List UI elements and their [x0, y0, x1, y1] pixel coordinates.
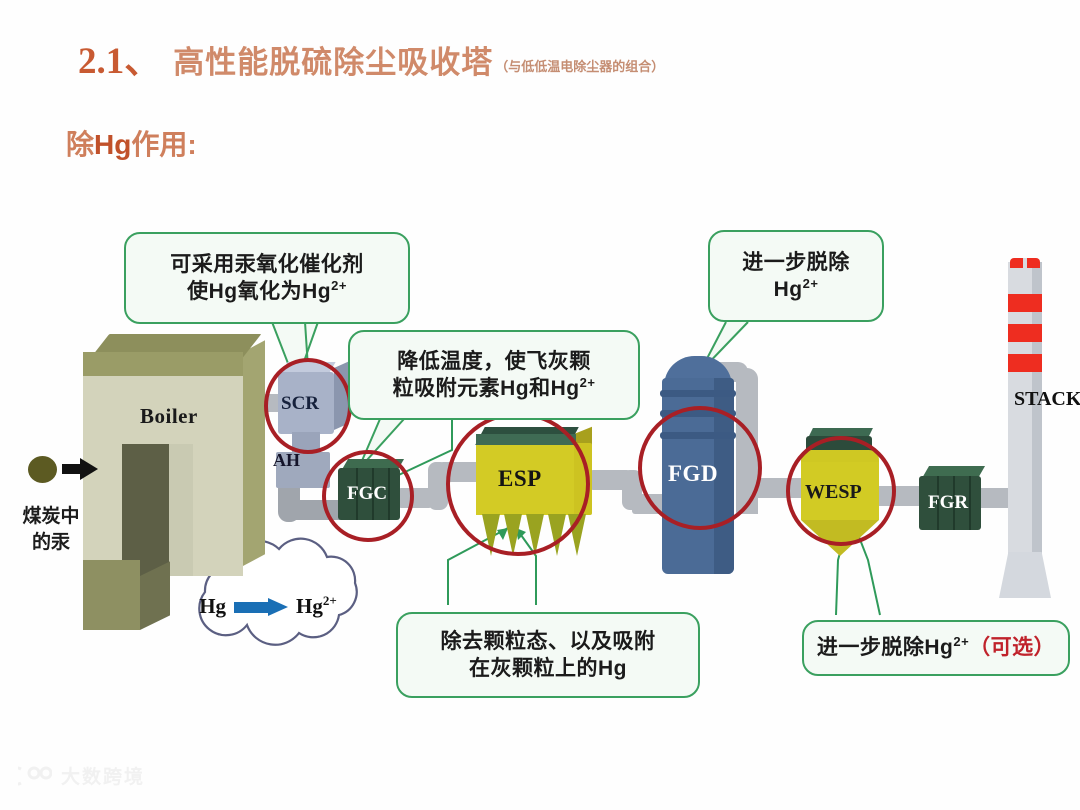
highlight-circle-esp	[446, 412, 590, 556]
stack-label-text: STACK	[1014, 388, 1080, 410]
section-highlight: Hg	[94, 129, 132, 160]
fgr-label: FGR	[928, 492, 969, 513]
ah-label: AH	[273, 450, 300, 470]
boiler-arch-inner	[169, 444, 193, 576]
wesp-callout-line1: 进一步脱除Hg2+（可选）	[816, 634, 1056, 660]
coal-label-line2: 的汞	[31, 531, 70, 553]
coal-label-line1: 煤炭中	[22, 506, 80, 527]
scr-callout-line2: 使Hg氧化为Hg2+	[187, 278, 347, 303]
watermark-text: 大数跨境	[61, 767, 146, 788]
stack-shade	[1032, 262, 1042, 562]
highlight-circle-wesp	[786, 436, 896, 546]
fgd-callout-line2: Hg2+	[773, 276, 819, 301]
fgr-rib	[937, 476, 939, 530]
coal-arrow-icon	[62, 458, 98, 480]
fgr-rib	[969, 476, 971, 530]
page-title: 2.1、 高性能脱硫除尘吸收塔 （与低低温电除尘器的组合）	[78, 30, 664, 84]
cloud-arrow-icon	[234, 598, 289, 616]
stack-base-flare	[999, 552, 1051, 598]
section-suffix: 作用:	[131, 129, 197, 160]
cloud-to-label: Hg2+	[296, 593, 337, 618]
cloud-from-label: Hg	[199, 594, 227, 618]
scr-callout-line1: 可采用汞氧化催化剂	[170, 252, 364, 276]
highlight-circle-fgc	[322, 450, 414, 542]
stack-band	[1008, 294, 1042, 312]
fgc-callout-line2: 粒吸附元素Hg和Hg2+	[392, 375, 596, 400]
watermark: 大数跨境	[18, 762, 145, 789]
stack-band	[1008, 324, 1042, 342]
wesp-callout: 进一步脱除Hg2+（可选）	[802, 620, 1070, 676]
fgc-callout: 降低温度，使飞灰颗 粒吸附元素Hg和Hg2+	[348, 330, 640, 420]
title-main: 高性能脱硫除尘吸收塔	[173, 45, 494, 80]
stack-label: STACK	[1014, 386, 1080, 413]
boiler-arch-opening	[122, 444, 169, 576]
boiler-roof-front	[83, 352, 243, 378]
highlight-circle-fgd	[638, 406, 762, 530]
section-heading: 除Hg作用:	[66, 123, 197, 163]
mercury-conversion-cloud: Hg Hg2+	[168, 548, 368, 688]
boiler-side-face	[243, 340, 265, 566]
scr-callout: 可采用汞氧化催化剂 使Hg氧化为Hg2+	[124, 232, 410, 324]
stack-band	[1008, 354, 1042, 372]
boiler-foot	[83, 560, 140, 630]
fgd-callout: 进一步脱除 Hg2+	[708, 230, 884, 322]
esp-callout-line2: 在灰颗粒上的Hg	[469, 657, 627, 680]
cloud-reaction-text: Hg Hg2+	[168, 594, 368, 619]
duct-esp-to-fgd	[590, 470, 630, 490]
watermark-logo-icon	[18, 766, 52, 785]
coal-particle-icon	[28, 456, 57, 483]
coal-label: 煤炭中 的汞	[18, 504, 84, 555]
title-number: 2.1、	[78, 41, 162, 82]
stack-cap-notch	[1023, 258, 1027, 270]
section-prefix: 除	[66, 129, 95, 160]
esp-callout-line1: 除去颗粒态、以及吸附	[440, 629, 656, 653]
fgc-callout-line1: 降低温度，使飞灰颗	[397, 349, 591, 373]
boiler-label: Boiler	[140, 404, 198, 428]
ah-body	[276, 452, 330, 488]
title-subtitle: （与低低温电除尘器的组合）	[495, 59, 665, 74]
esp-callout: 除去颗粒态、以及吸附 在灰颗粒上的Hg	[396, 612, 700, 698]
fgr-rib	[953, 476, 955, 530]
fgd-ring	[660, 390, 736, 397]
fgd-callout-line1: 进一步脱除	[742, 250, 850, 274]
highlight-circle-scr	[264, 358, 352, 454]
